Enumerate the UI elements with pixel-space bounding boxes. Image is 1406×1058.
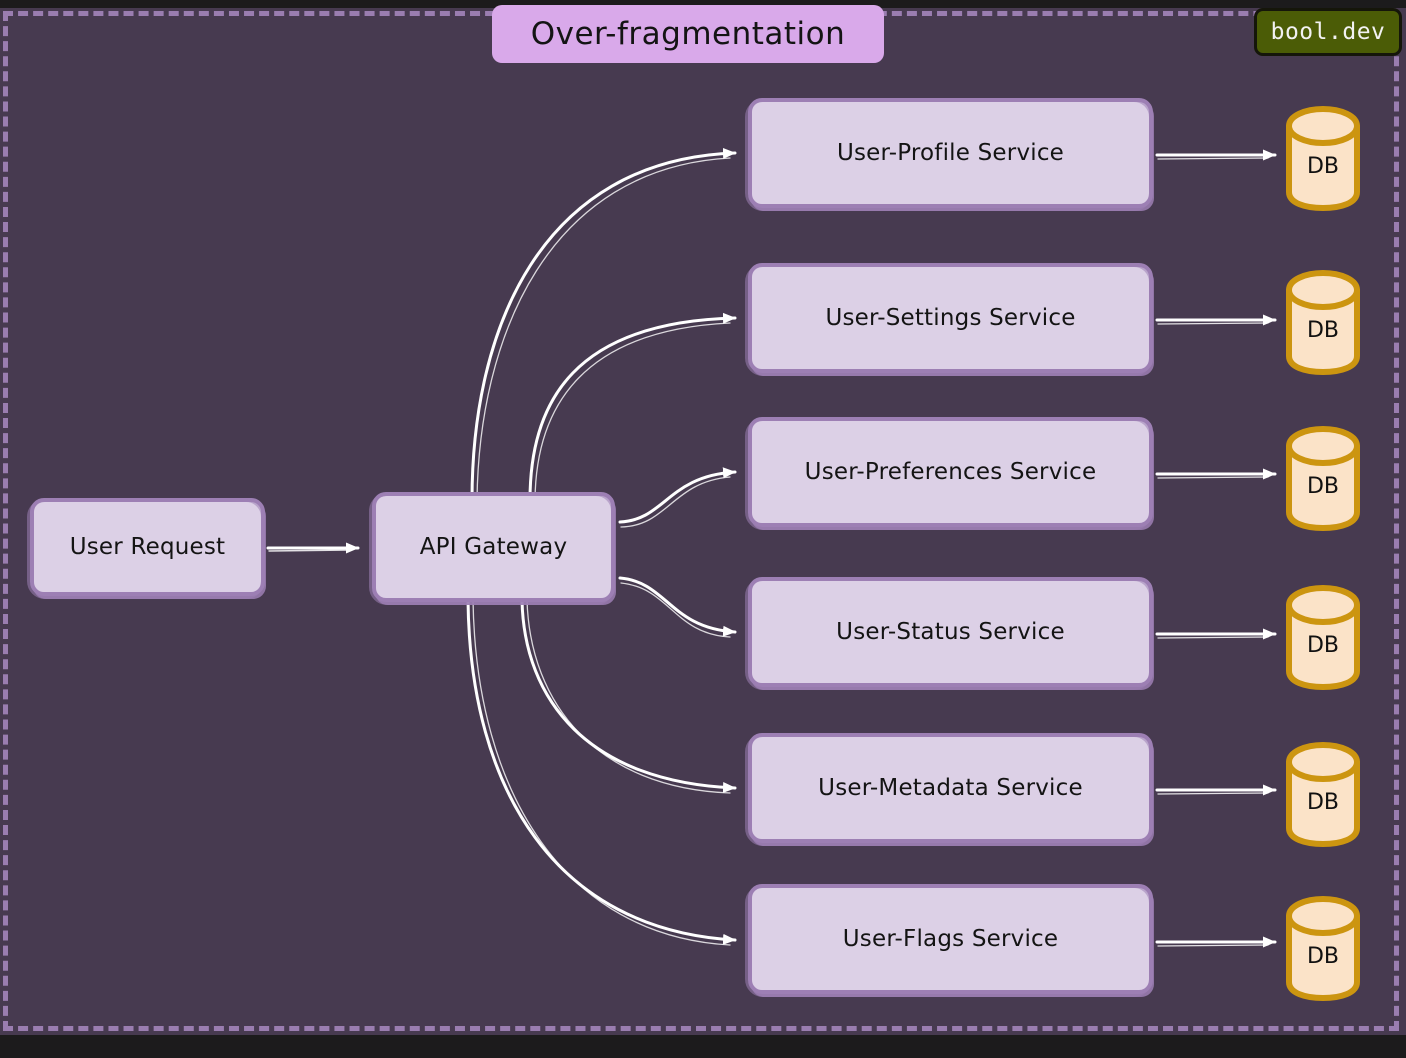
edge-api-gateway-to-user-settings xyxy=(528,312,737,502)
node-user-preferences-service[interactable]: User-Preferences Service xyxy=(745,417,1153,530)
node-db-user-status[interactable]: DB xyxy=(1283,583,1363,691)
edge-api-gateway-to-user-flags xyxy=(466,598,737,945)
node-api-gateway[interactable]: API Gateway xyxy=(369,492,615,605)
node-db-user-metadata[interactable]: DB xyxy=(1283,740,1363,848)
database-cylinder-icon xyxy=(1286,106,1360,211)
node-db-user-preferences[interactable]: DB xyxy=(1283,424,1363,532)
node-label: User-Settings Service xyxy=(825,305,1076,331)
node-db-user-profile[interactable]: DB xyxy=(1283,104,1363,212)
edge-api-gateway-to-user-metadata xyxy=(520,598,737,793)
node-db-user-flags[interactable]: DB xyxy=(1283,894,1363,1002)
database-cylinder-icon xyxy=(1286,270,1360,375)
node-label: User-Flags Service xyxy=(842,926,1059,952)
node-user-request[interactable]: User Request xyxy=(27,498,265,599)
diagram-title-chip: Over-fragmentation xyxy=(492,5,884,63)
node-label: User Request xyxy=(69,534,226,560)
node-user-settings-service[interactable]: User-Settings Service xyxy=(745,263,1153,376)
database-cylinder-icon xyxy=(1286,896,1360,1001)
edge-api-gateway-to-user-preferences xyxy=(618,467,737,524)
brand-label: bool.dev xyxy=(1270,19,1386,45)
edge-api-gateway-to-user-profile xyxy=(470,147,737,502)
node-label: API Gateway xyxy=(419,534,568,560)
node-label: User-Profile Service xyxy=(836,140,1065,166)
database-cylinder-icon xyxy=(1286,426,1360,531)
database-cylinder-icon xyxy=(1286,742,1360,847)
node-label: User-Status Service xyxy=(836,619,1065,645)
brand-badge[interactable]: bool.dev xyxy=(1254,8,1402,56)
node-db-user-settings[interactable]: DB xyxy=(1283,268,1363,376)
edge-api-gateway-to-user-status xyxy=(618,576,737,637)
node-user-status-service[interactable]: User-Status Service xyxy=(745,577,1153,690)
node-user-flags-service[interactable]: User-Flags Service xyxy=(745,884,1153,997)
database-cylinder-icon xyxy=(1286,585,1360,690)
page-title: Over-fragmentation xyxy=(530,16,846,52)
node-label: User-Preferences Service xyxy=(804,459,1097,485)
node-user-profile-service[interactable]: User-Profile Service xyxy=(745,98,1153,211)
node-user-metadata-service[interactable]: User-Metadata Service xyxy=(745,733,1153,846)
node-label: User-Metadata Service xyxy=(818,775,1083,801)
